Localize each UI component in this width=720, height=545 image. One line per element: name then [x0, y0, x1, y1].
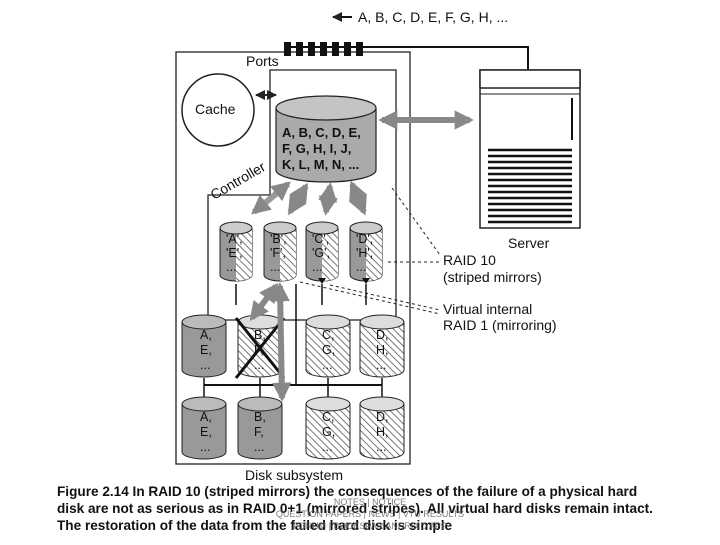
pointer-triangle-1 — [318, 278, 326, 284]
physical-disk-r1-1: A, E, ... — [181, 314, 227, 378]
raid1-label-1: Virtual internal — [443, 301, 532, 317]
physical-disk-r2-3: C, G, ... — [305, 396, 351, 460]
mirror-arrow — [249, 282, 279, 322]
cache-circle — [181, 73, 255, 147]
physical-disk-r2-2: B, F, ... — [237, 396, 283, 460]
vdisk-1-line-2: 'E', — [226, 246, 243, 260]
pdisk-r1-2-line-1: B, — [254, 328, 266, 342]
caption-line-1: Figure 2.14 In RAID 10 (striped mirrors)… — [57, 484, 638, 499]
vdisk-1-line-1: 'A', — [226, 232, 243, 246]
ports-label: Ports — [246, 53, 279, 69]
pdisk-r2-1-line-3: ... — [200, 440, 210, 454]
pdisk-r2-2-line-3: ... — [254, 440, 264, 454]
caption-line-3: The restoration of the data from the fai… — [57, 518, 453, 533]
pdisk-r2-3-line-3: ... — [322, 440, 332, 454]
pdisk-r2-4-line-3: ... — [376, 440, 386, 454]
vdisk-4-line-3: ... — [356, 260, 366, 274]
raid1-label-2: RAID 1 (mirroring) — [443, 317, 557, 333]
physical-disk-r1-4: D, H, ... — [359, 314, 405, 378]
watermark: NOTES | NOTICE QUESTION PAPERS | NEWS | … — [270, 496, 470, 532]
pdisk-r2-2-line-1: B, — [254, 410, 266, 424]
top-data-label: A, B, C, D, E, F, G, H, ... — [358, 9, 508, 25]
vdisk-2-line-3: ... — [270, 260, 280, 274]
vdisk-2-line-1: 'B', — [270, 232, 287, 246]
disk-subsystem-box — [175, 51, 411, 465]
main-virtual-disk: A, B, C, D, E, F, G, H, I, J, K, L, M, N… — [275, 95, 377, 183]
vdisk-2-line-2: 'F', — [270, 246, 286, 260]
pdisk-r2-3-line-2: G, — [322, 425, 335, 439]
watermark-line-1: NOTES | NOTICE — [333, 497, 407, 507]
raid10-label-1: RAID 10 — [443, 252, 496, 268]
pdisk-r1-1-line-3: ... — [200, 358, 210, 372]
pdisk-r1-3-line-3: ... — [322, 358, 332, 372]
pdisk-r1-1-line-2: E, — [200, 343, 212, 357]
pdisk-r1-4-line-3: ... — [376, 358, 386, 372]
pdisk-r2-1-line-2: E, — [200, 425, 212, 439]
virtual-disk-2: 'B', 'F', ... — [263, 221, 297, 282]
caption-line-2: disk are not as serious as in RAID 0+1 (… — [57, 501, 653, 516]
watermark-line-2: QUESTION PAPERS | NEWS | VTU RESULTS — [275, 509, 465, 519]
pdisk-r2-2-line-2: F, — [254, 425, 264, 439]
physical-disk-r2-1: A, E, ... — [181, 396, 227, 460]
pdisk-r1-4-line-2: H, — [376, 343, 389, 357]
pdisk-r1-1-line-1: A, — [200, 328, 212, 342]
pdisk-r2-4-line-2: H, — [376, 425, 389, 439]
raid10-label-2: (striped mirrors) — [443, 269, 542, 285]
physical-disk-r2-4: D, H, ... — [359, 396, 405, 460]
virtual-disk-4: 'D', 'H', ... — [349, 221, 383, 282]
controller-label: Controller — [208, 158, 269, 202]
vdisk-1-line-3: ... — [226, 260, 236, 274]
cache-label: Cache — [195, 101, 236, 117]
physical-disk-r1-2-failed: B, F, ... — [234, 314, 286, 379]
main-disk-line-1: A, B, C, D, E, — [282, 125, 361, 140]
vdisk-connectors — [235, 284, 367, 305]
rebuild-arrow — [270, 282, 292, 402]
physical-disk-r1-3: C, G, ... — [305, 314, 351, 378]
vdisk-3-line-3: ... — [312, 260, 322, 274]
pdisk-r2-3-line-1: C, — [322, 410, 335, 424]
vdisk-3-line-2: 'G', — [312, 246, 330, 260]
server-cable — [365, 46, 529, 70]
main-disk-line-3: K, L, M, N, ... — [282, 157, 359, 172]
vdisk-4-line-2: 'H', — [356, 246, 373, 260]
port-connectors — [284, 42, 363, 56]
pdisk-r1-3-line-1: C, — [322, 328, 335, 342]
disk-subsystem-label: Disk subsystem — [245, 467, 343, 483]
pdisk-r1-2-line-3: ... — [254, 358, 264, 372]
virtual-disk-1: 'A', 'E', ... — [219, 221, 253, 282]
controller-fanout-arrows — [251, 180, 367, 216]
server-label: Server — [508, 235, 550, 251]
server-icon — [479, 69, 581, 229]
pdisk-r2-1-line-1: A, — [200, 410, 212, 424]
bus-drops — [203, 284, 383, 398]
pdisk-r2-4-line-1: D, — [376, 410, 389, 424]
vdisk-3-line-1: 'C', — [312, 232, 329, 246]
vdisk-4-line-1: 'D', — [356, 232, 373, 246]
pdisk-r1-3-line-2: G, — [322, 343, 335, 357]
watermark-line-3: FORUM | BOOKSPAR ANDROID APP — [293, 521, 447, 531]
virtual-disk-3: 'C', 'G', ... — [305, 221, 339, 282]
figure-caption: Figure 2.14 In RAID 10 (striped mirrors)… — [57, 483, 717, 534]
pdisk-r1-4-line-1: D, — [376, 328, 389, 342]
main-disk-line-2: F, G, H, I, J, — [282, 141, 351, 156]
pointer-triangle-2 — [362, 278, 370, 284]
callout-lines — [299, 187, 441, 315]
